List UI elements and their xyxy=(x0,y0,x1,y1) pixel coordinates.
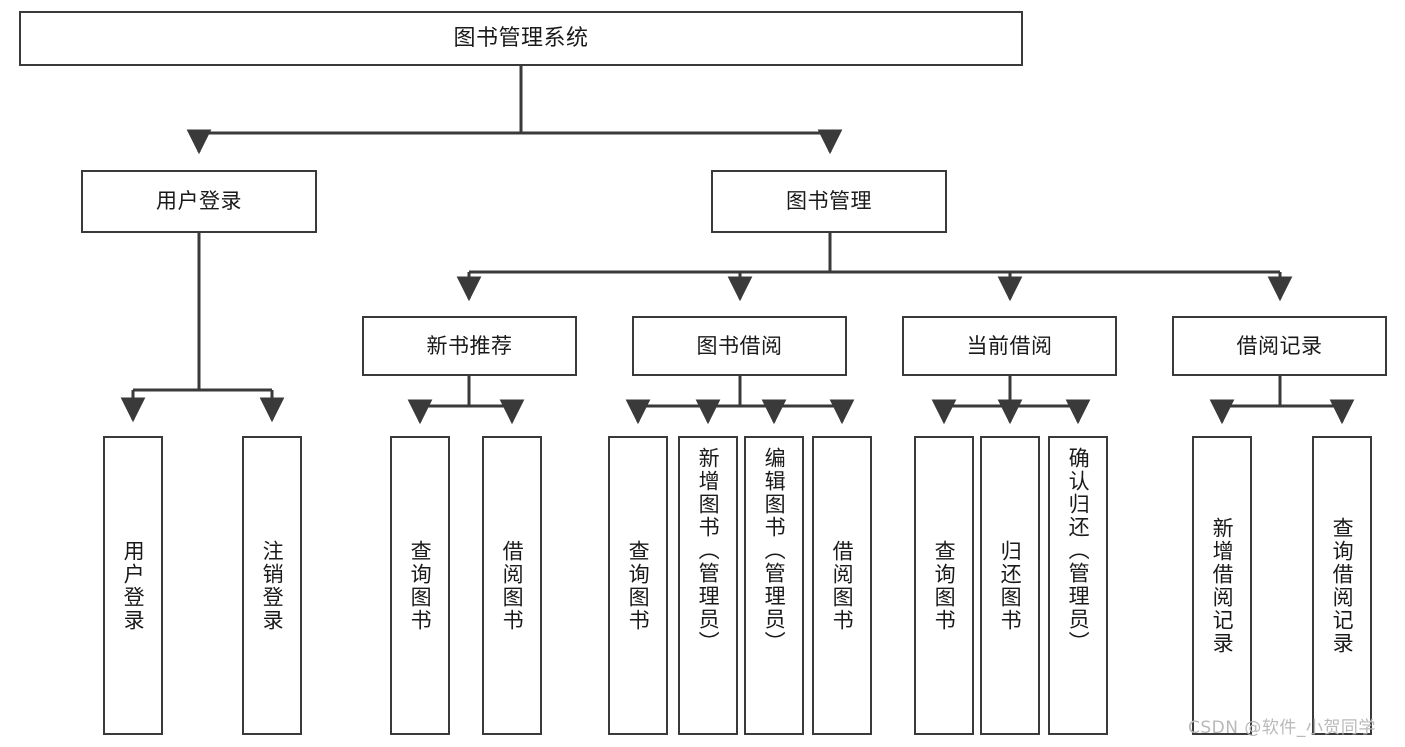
node-book-borrow[interactable]: 图书借阅 xyxy=(632,316,847,376)
node-label: 图书管理系统 xyxy=(453,25,589,51)
node-user-login[interactable]: 用户登录 xyxy=(81,170,317,233)
node-label: 新书推荐 xyxy=(426,333,513,358)
node-label: 注销登录 xyxy=(260,539,285,632)
leaf-current-return-book[interactable]: 归还图书 xyxy=(980,436,1040,735)
node-label: 图书管理 xyxy=(786,189,872,214)
leaf-user-login-logout[interactable]: 注销登录 xyxy=(242,436,302,735)
leaf-record-add-record[interactable]: 新增借阅记录 xyxy=(1192,436,1252,735)
leaf-borrow-edit-book-admin[interactable]: 编辑图书（管理员） xyxy=(744,436,804,735)
node-label: 借阅图书 xyxy=(500,539,525,632)
node-book-management[interactable]: 图书管理 xyxy=(711,170,947,233)
leaf-borrow-add-book-admin[interactable]: 新增图书（管理员） xyxy=(678,436,738,735)
node-label: 借阅图书 xyxy=(830,539,855,632)
node-label: 借阅记录 xyxy=(1236,333,1323,358)
leaf-new-book-query[interactable]: 查询图书 xyxy=(390,436,450,735)
node-label: 归还图书 xyxy=(998,539,1023,632)
node-label: 新增图书（管理员） xyxy=(696,447,721,654)
node-label: 查询图书 xyxy=(626,539,651,632)
watermark: CSDN @软件_小贺同学 xyxy=(1188,718,1376,738)
node-root-system[interactable]: 图书管理系统 xyxy=(19,11,1023,66)
node-label: 用户登录 xyxy=(121,539,146,632)
leaf-current-query-book[interactable]: 查询图书 xyxy=(914,436,974,735)
leaf-user-login-login[interactable]: 用户登录 xyxy=(103,436,163,735)
node-label: 图书借阅 xyxy=(696,333,783,358)
node-label: 查询图书 xyxy=(932,539,957,632)
leaf-new-book-borrow[interactable]: 借阅图书 xyxy=(482,436,542,735)
node-label: 新增借阅记录 xyxy=(1210,516,1235,655)
leaf-record-query-record[interactable]: 查询借阅记录 xyxy=(1312,436,1372,735)
node-label: 确认归还（管理员） xyxy=(1066,447,1091,654)
leaf-borrow-borrow-book[interactable]: 借阅图书 xyxy=(812,436,872,735)
node-label: 编辑图书（管理员） xyxy=(762,447,787,654)
node-label: 查询图书 xyxy=(408,539,433,632)
node-current-borrow[interactable]: 当前借阅 xyxy=(902,316,1117,376)
node-label: 用户登录 xyxy=(156,189,242,214)
node-label: 当前借阅 xyxy=(966,333,1053,358)
node-borrow-record[interactable]: 借阅记录 xyxy=(1172,316,1387,376)
leaf-borrow-query-book[interactable]: 查询图书 xyxy=(608,436,668,735)
node-label: 查询借阅记录 xyxy=(1330,516,1355,655)
node-new-book-recommend[interactable]: 新书推荐 xyxy=(362,316,577,376)
leaf-current-confirm-return-admin[interactable]: 确认归还（管理员） xyxy=(1048,436,1108,735)
